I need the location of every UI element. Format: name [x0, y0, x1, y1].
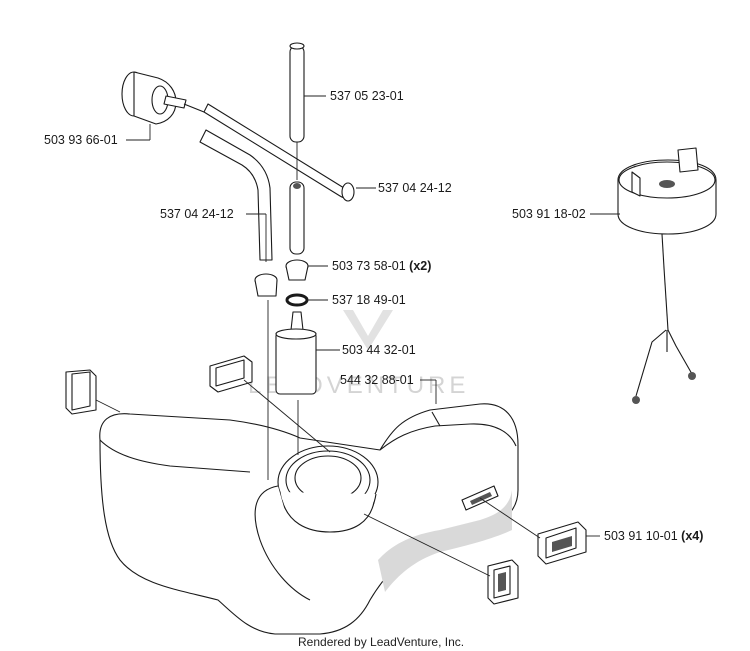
grommet-part: [65, 369, 121, 415]
grommet-part: [487, 559, 519, 605]
o-ring-part: [285, 293, 309, 307]
fuel-filter-part: [275, 311, 317, 395]
fuel-tank: [99, 403, 519, 635]
part-label-503-93-66-01: 503 93 66-01: [44, 133, 118, 147]
part-label-537-18-49-01: 537 18 49-01: [332, 293, 406, 307]
part-label-537-04-24-12-upper: 537 04 24-12: [378, 181, 452, 195]
hose-grommet-part: [254, 259, 309, 297]
part-label-503-91-18-02: 503 91 18-02: [512, 207, 586, 221]
part-label-537-04-24-12-lower: 537 04 24-12: [160, 207, 234, 221]
fuel-cap-part: [617, 147, 717, 404]
part-label-503-91-10-01: 503 91 10-01 (x4): [604, 529, 703, 543]
tank-vent-part: [121, 71, 187, 140]
fuel-hose-bent-part: [183, 103, 355, 261]
fuel-hose-straight-part: [289, 42, 305, 255]
grommet-part: [209, 355, 253, 393]
part-label-503-73-58-01: 503 73 58-01 (x2): [332, 259, 431, 273]
grommet-part: [537, 521, 587, 565]
part-label-537-05-23-01: 537 05 23-01: [330, 89, 404, 103]
part-label-503-44-32-01: 503 44 32-01: [342, 343, 416, 357]
watermark-logo-icon: [343, 310, 393, 350]
part-label-544-32-88-01: 544 32 88-01: [340, 373, 414, 387]
footer-credit: Rendered by LeadVenture, Inc.: [298, 635, 464, 649]
